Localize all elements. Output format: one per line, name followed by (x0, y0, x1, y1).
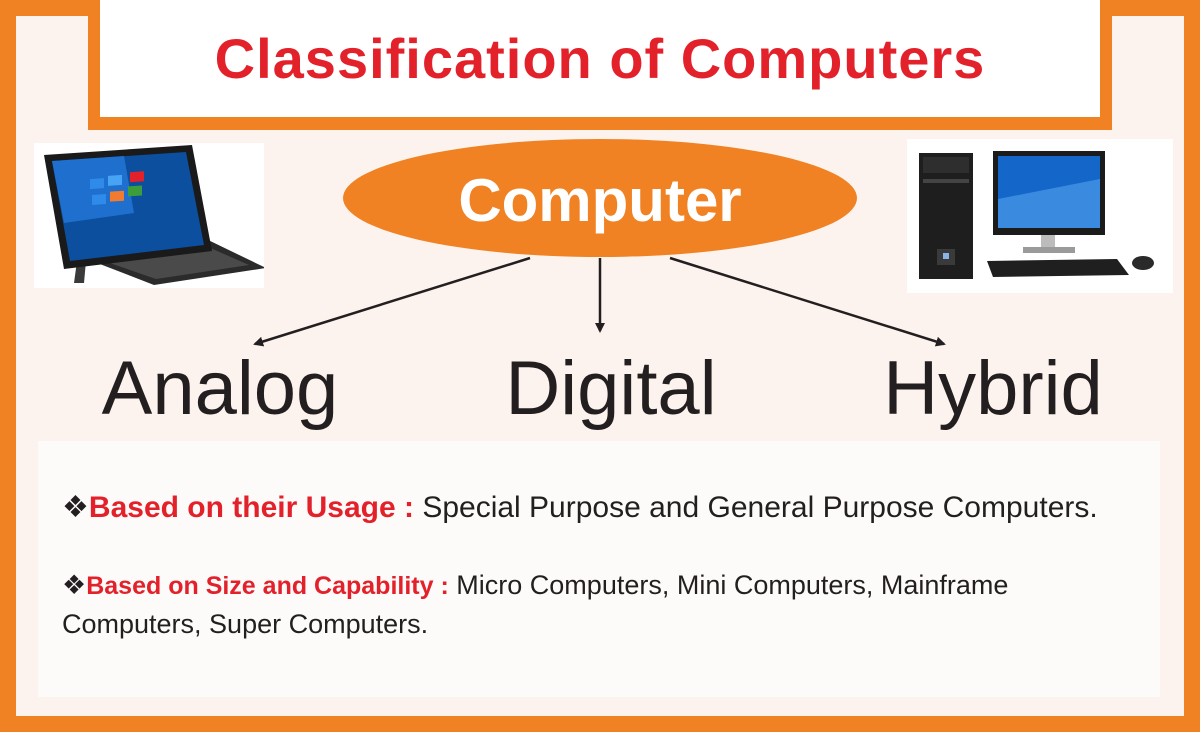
desktop-illustration (907, 139, 1173, 293)
root-node-label: Computer (458, 167, 741, 234)
title-box: Classification of Computers (100, 0, 1100, 117)
laptop-illustration (34, 143, 264, 288)
arrow-to-hybrid (669, 256, 946, 347)
laptop-tablet-icon (44, 145, 264, 285)
info-box (38, 441, 1160, 697)
size-label: Based on Size and Capability : (86, 572, 449, 600)
desktop-computer-icon (919, 151, 1154, 279)
node-analog: Analog (102, 346, 339, 431)
usage-row: ❖Based on their Usage : Special Purpose … (62, 490, 1098, 525)
size-text: Micro Computers, Mini Computers, Mainfra… (62, 570, 1009, 639)
bullet-icon: ❖ (62, 570, 87, 600)
usage-text: Special Purpose and General Purpose Comp… (413, 491, 1098, 524)
arrow-to-analog (253, 256, 531, 347)
node-digital: Digital (505, 346, 716, 431)
root-node-oval (343, 139, 857, 257)
usage-label: Based on their Usage : (88, 491, 414, 524)
page-title: Classification of Computers (214, 27, 986, 90)
size-row: ❖Based on Size and Capability : Micro Co… (62, 566, 1132, 643)
node-hybrid: Hybrid (883, 346, 1103, 431)
bullet-icon: ❖ (62, 491, 89, 524)
